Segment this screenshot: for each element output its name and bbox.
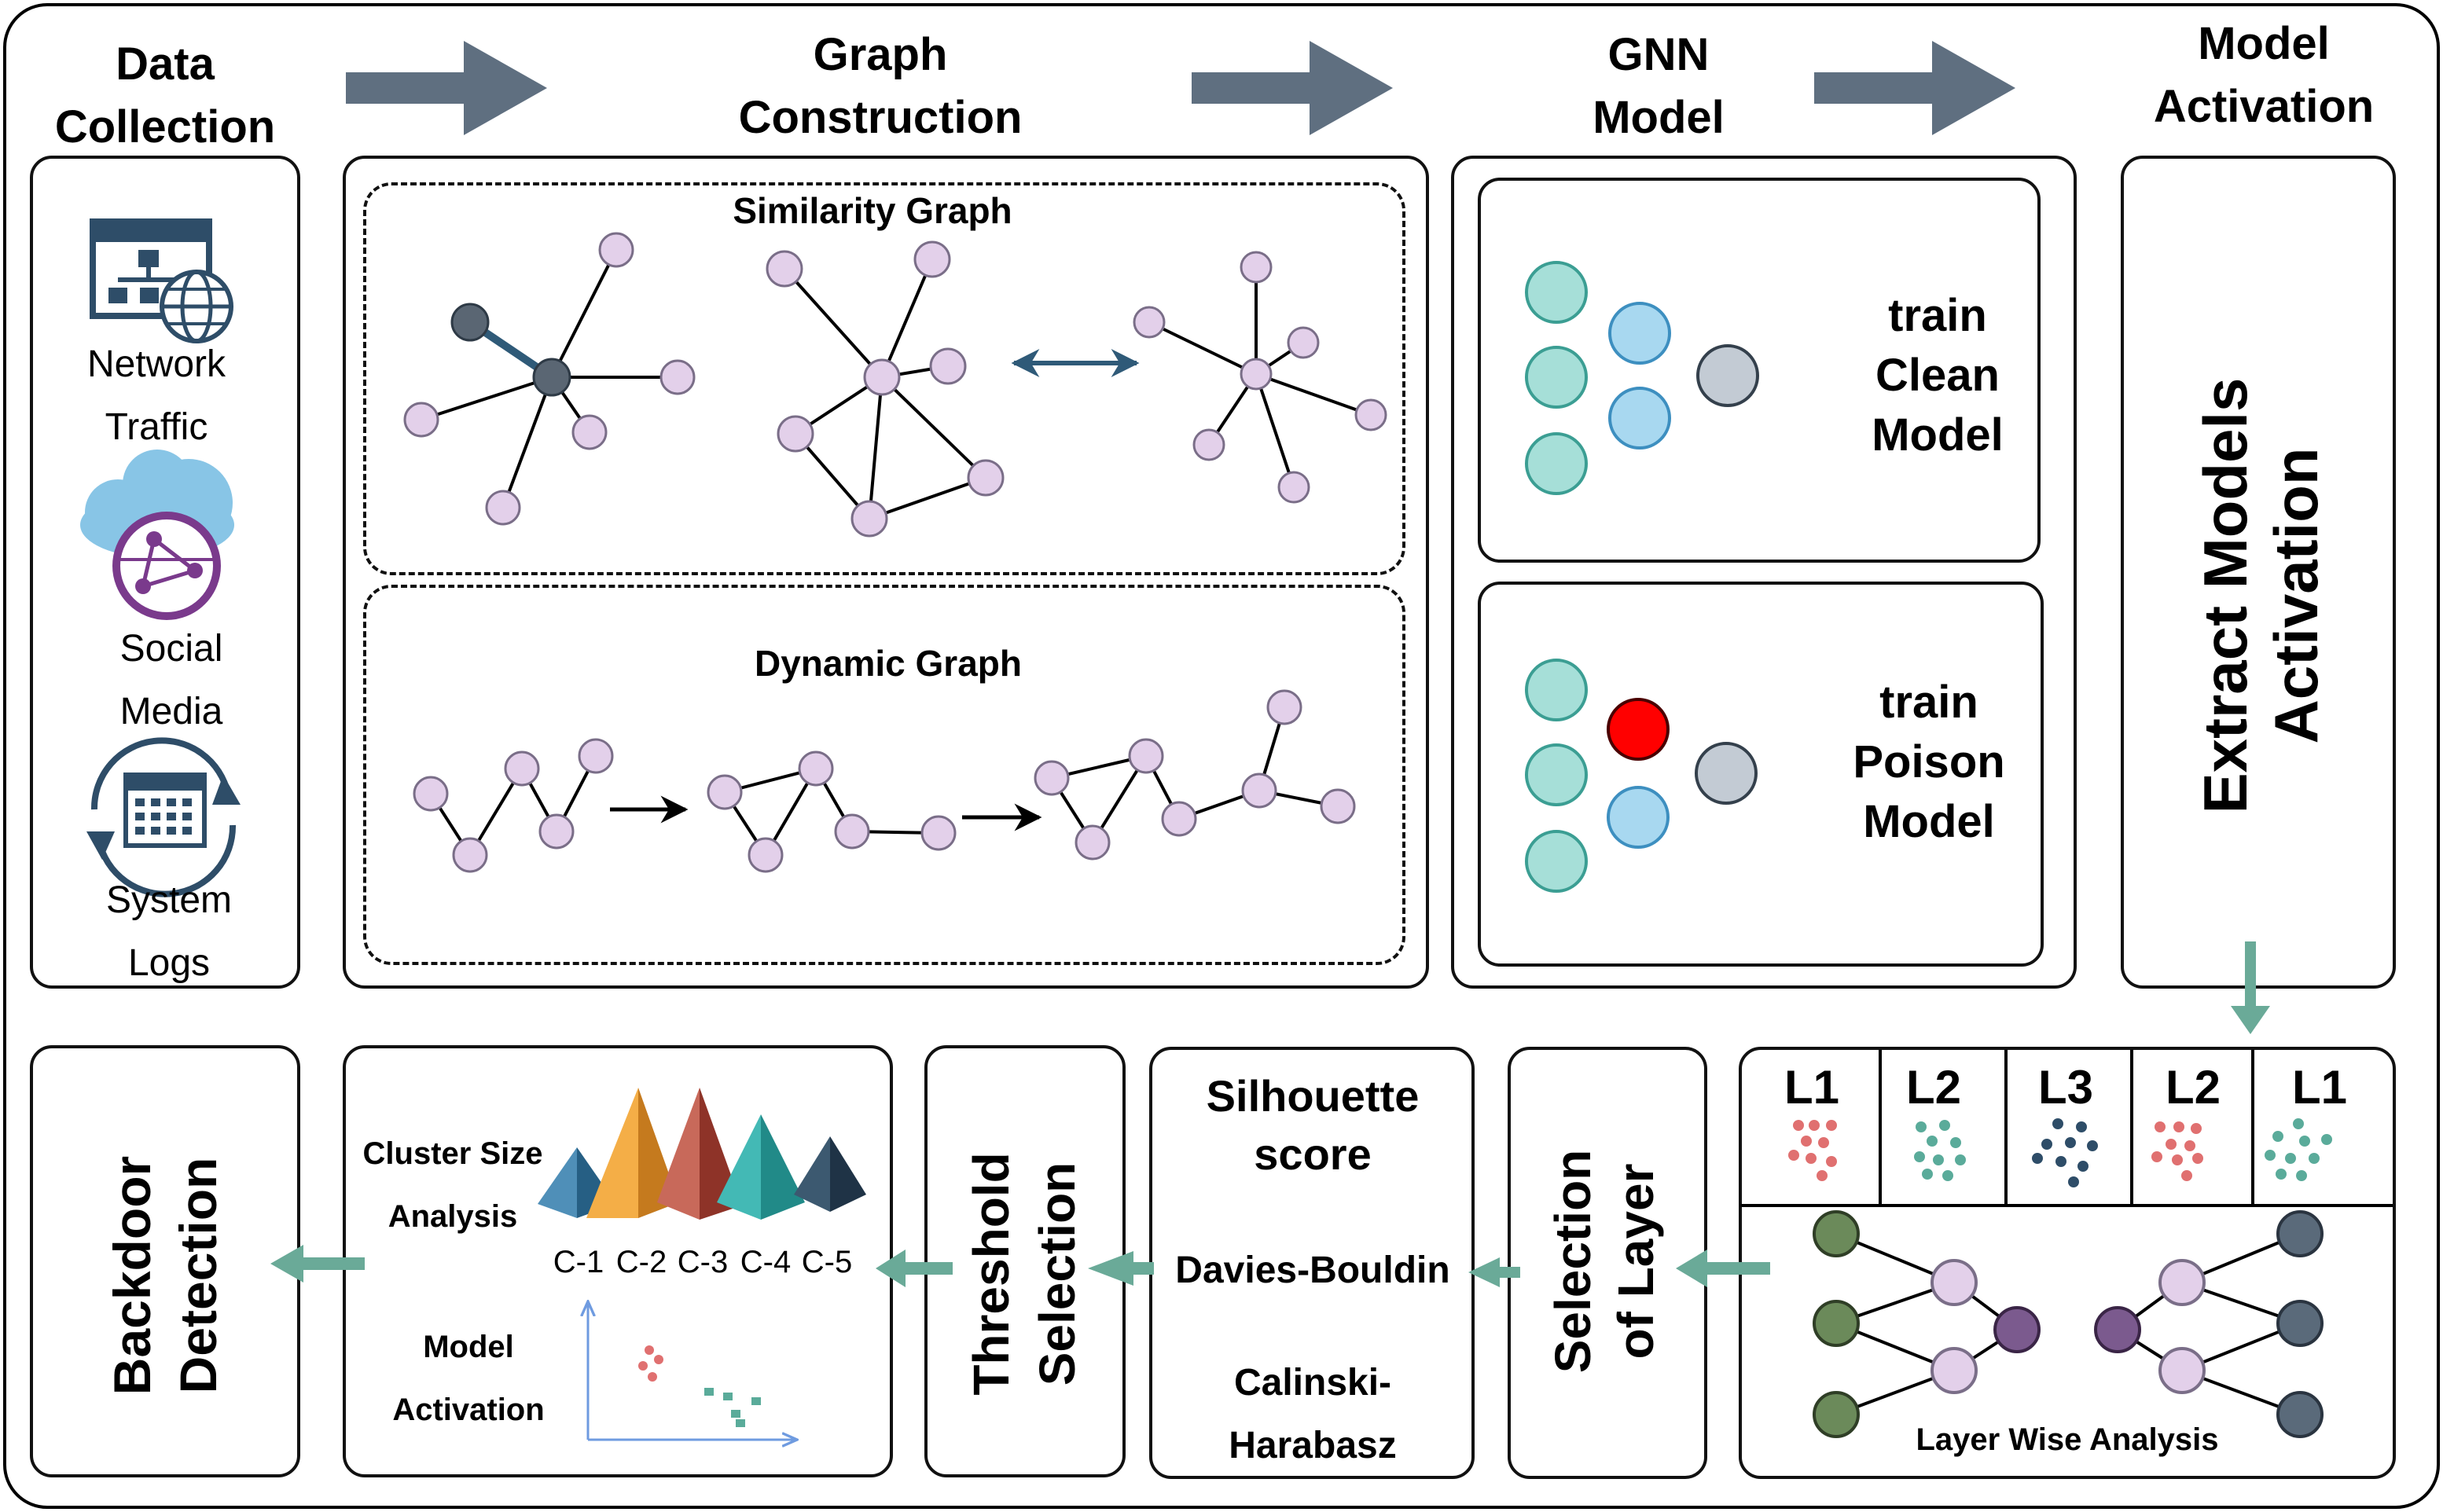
poison-model-label: train Poison Model xyxy=(1853,677,2005,847)
clean-model-box xyxy=(1478,178,2041,563)
network-globe-icon xyxy=(90,218,233,343)
layer-dots-l2-red xyxy=(2151,1121,2203,1181)
extract-activation-label: Extract Models Activation xyxy=(2191,377,2331,814)
calinski-harabasz-label: Calinski-Harabasz xyxy=(1229,1362,1397,1466)
cloud-network-icon xyxy=(80,450,234,620)
layer-label-1: L1 xyxy=(1784,1061,1840,1114)
threshold-selection-label: Threshold Selection xyxy=(963,1152,1086,1396)
metrics-box xyxy=(1149,1047,1475,1479)
dynamic-graph-panel xyxy=(363,585,1405,965)
source-system-logs-label: System Logs xyxy=(105,879,233,984)
layer-dots-l2-teal xyxy=(1914,1120,1966,1181)
silhouette-score-label: Silhouette score xyxy=(1206,1071,1420,1179)
layer-label-3: L3 xyxy=(2037,1061,2094,1114)
selection-of-layer-label: Selection of Layer xyxy=(1545,1149,1664,1374)
cluster-label-2: C-2 xyxy=(615,1245,667,1279)
dynamic-graph-title: Dynamic Graph xyxy=(755,643,1022,684)
davies-bouldin-label: Davies-Bouldin xyxy=(1175,1250,1450,1291)
layer-dots-l3-navy xyxy=(2032,1118,2098,1187)
cluster-size-analysis-label: Cluster Size Analysis xyxy=(362,1136,543,1234)
cluster-label-5: C-5 xyxy=(801,1245,853,1279)
similarity-dark-nodes xyxy=(450,303,571,397)
cluster-label-4: C-4 xyxy=(740,1245,792,1279)
dynamic-nodes xyxy=(413,689,1356,873)
stage-data-collection: Data Collection xyxy=(54,39,276,152)
layer-wise-analysis-label: Layer Wise Analysis xyxy=(1916,1422,2219,1457)
flow-arrow-1 xyxy=(346,41,547,135)
backdoor-detection-label: Backdoor Detection xyxy=(103,1155,227,1396)
clean-model-label: train Clean Model xyxy=(1872,290,2004,461)
layer-dots-l1-red xyxy=(1788,1120,1837,1181)
similarity-graph-panel xyxy=(363,182,1405,575)
layer-table-lines xyxy=(1740,1050,2393,1207)
stage-gnn-model: GNN Model xyxy=(1593,29,1725,143)
poison-model-network xyxy=(1525,659,1758,893)
green-arrows xyxy=(270,941,2270,1287)
flow-arrow-2 xyxy=(1192,41,1393,135)
layer-label-2: L2 xyxy=(1905,1061,1962,1114)
model-activation-scatter-label: Model Activation xyxy=(392,1330,545,1427)
flow-arrow-3 xyxy=(1814,41,2015,135)
layer-wise-network xyxy=(1835,1232,2301,1416)
stage-graph-construction: Graph Construction xyxy=(738,29,1023,143)
diagram-frame xyxy=(3,3,2440,1509)
source-network-traffic-label: Network Traffic xyxy=(86,343,226,448)
cluster-label-1: C-1 xyxy=(553,1245,604,1279)
source-social-media-label: Social Media xyxy=(119,628,223,732)
layer-label-4: L2 xyxy=(2165,1061,2221,1114)
stage-model-activation: Model Activation xyxy=(2153,18,2375,132)
cluster-pyramids xyxy=(538,1088,866,1220)
model-activation-box xyxy=(2121,156,2396,989)
layer-wise-nodes xyxy=(1813,1210,2324,1438)
selection-of-layer-box xyxy=(1508,1047,1707,1479)
clean-model-network xyxy=(1525,261,1759,495)
calendar-cycle-icon xyxy=(86,737,241,897)
layer-label-5: L1 xyxy=(2291,1061,2348,1114)
cluster-analysis-box xyxy=(343,1045,893,1477)
similarity-nodes xyxy=(403,232,1387,538)
cluster-label-3: C-3 xyxy=(677,1245,729,1279)
activation-scatter xyxy=(588,1301,797,1440)
threshold-selection-box xyxy=(924,1045,1126,1477)
similarity-graph-title: Similarity Graph xyxy=(733,190,1012,231)
layer-dots-l1-teal xyxy=(2265,1118,2332,1181)
